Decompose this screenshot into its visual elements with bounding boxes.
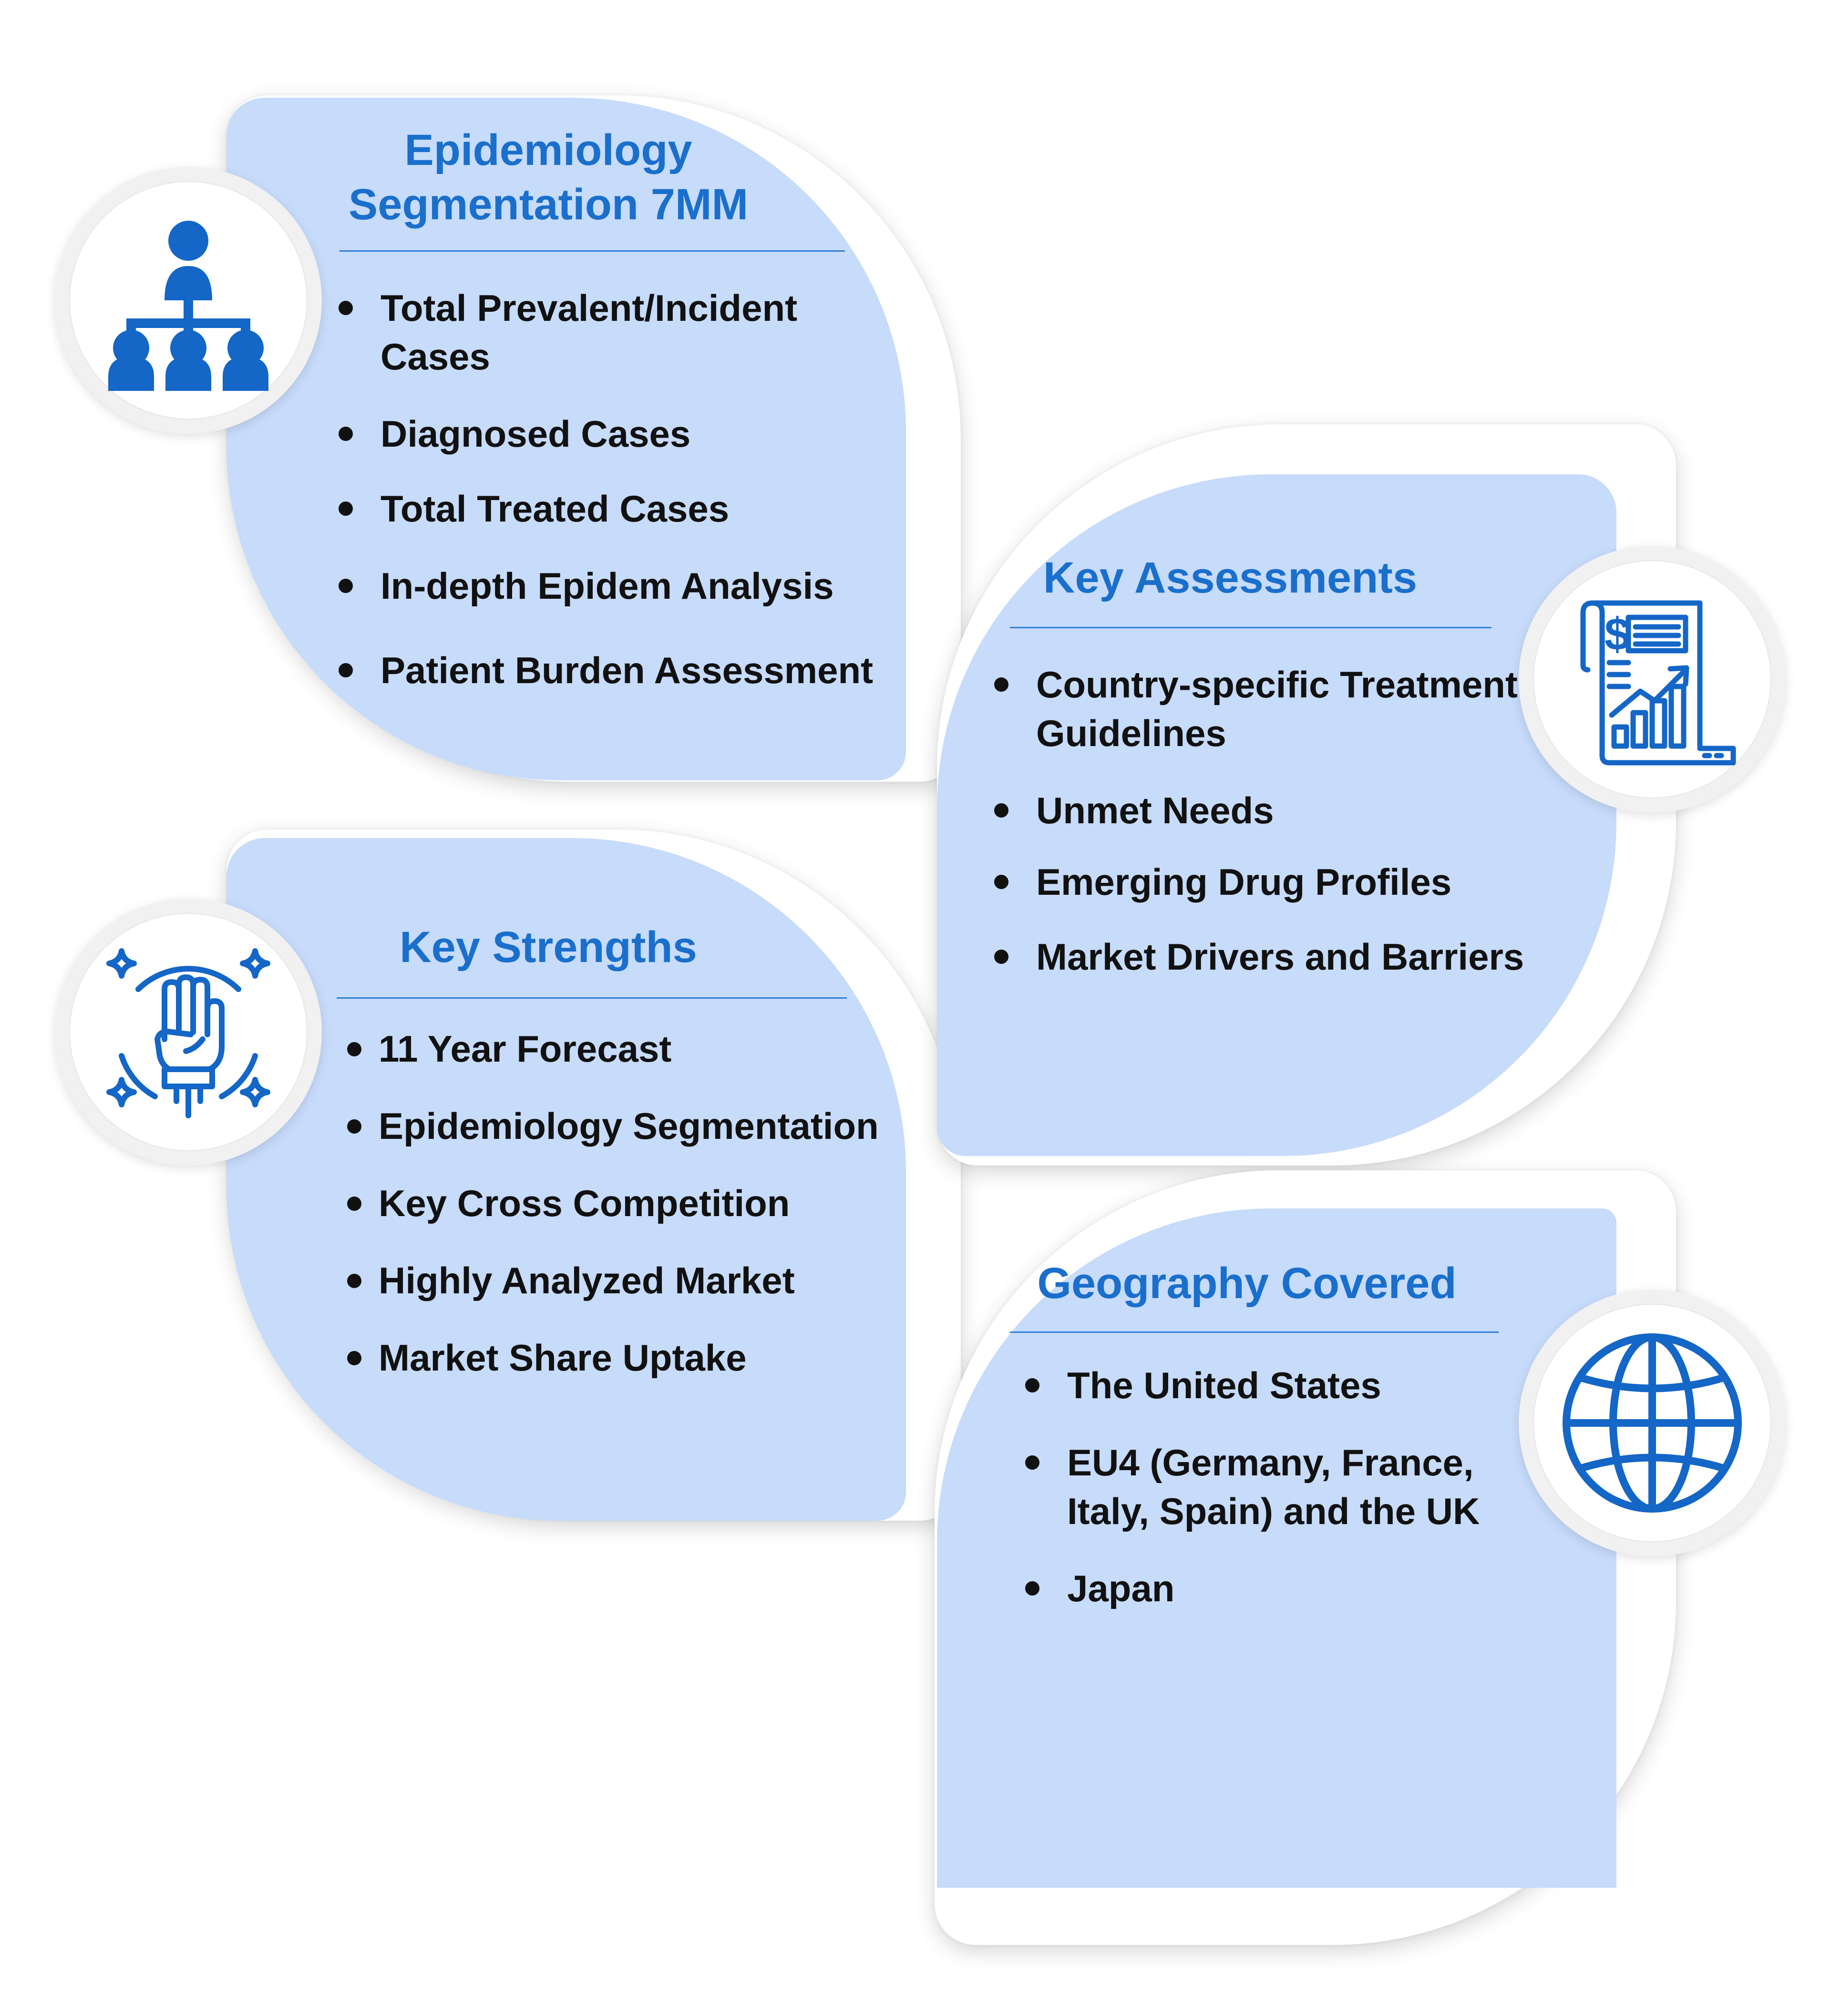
panel-title: Key Strengths: [324, 920, 772, 974]
list-item: In-depth Epidem Analysis: [339, 562, 887, 610]
panel-card: [937, 1208, 1616, 1888]
title-divider: [339, 250, 845, 252]
raised-fist-icon: [106, 948, 270, 1118]
financial-report-chart-icon: $: [1580, 600, 1736, 766]
title-divider: [1010, 1331, 1499, 1333]
list-item: Epidemiology Segmentation: [347, 1102, 895, 1150]
bullet-list: 11 Year Forecast Epidemiology Segmentati…: [347, 1025, 895, 1382]
list-item: Market Share Uptake: [347, 1334, 895, 1382]
list-item: Country-specific Treatment Guidelines: [994, 660, 1566, 757]
list-item: Key Cross Competition: [347, 1179, 895, 1227]
bullet-list: Country-specific Treatment Guidelines Un…: [994, 660, 1566, 981]
panel-title-line: Segmentation 7MM: [348, 180, 749, 229]
list-item: The United States: [1025, 1361, 1512, 1410]
panel-title-line: Key Strengths: [400, 923, 697, 972]
list-item: Emerging Drug Profiles: [994, 858, 1566, 906]
icon-disc: [69, 181, 308, 420]
list-item: Market Drivers and Barriers: [994, 932, 1566, 981]
panel-title: Epidemiology Segmentation 7MM: [324, 123, 772, 232]
list-item: Unmet Needs: [994, 786, 1566, 835]
icon-badge: [55, 167, 322, 434]
icon-badge: [55, 899, 322, 1166]
svg-text:$: $: [1605, 609, 1630, 660]
list-item: Japan: [1025, 1564, 1512, 1613]
panel-title: Key Assessments: [1006, 551, 1454, 605]
panel-title-line: Epidemiology: [404, 126, 692, 174]
icon-badge: $: [1519, 546, 1786, 813]
list-item: 11 Year Forecast: [347, 1025, 895, 1073]
globe-icon: [1563, 1333, 1742, 1513]
panel-title-line: Geography Covered: [1037, 1259, 1457, 1308]
list-item: Patient Burden Assessment: [339, 646, 887, 695]
icon-disc: [1533, 1304, 1771, 1542]
list-item: Total Prevalent/Incident Cases: [339, 284, 887, 381]
panel-card: [226, 838, 906, 1521]
panel-card: [937, 474, 1616, 1156]
list-item: Highly Analyzed Market: [347, 1257, 895, 1304]
panel-title: Geography Covered: [1023, 1256, 1471, 1310]
bullet-list: Total Prevalent/Incident Cases Diagnosed…: [339, 284, 887, 695]
panel-title-line: Key Assessments: [1043, 553, 1418, 602]
list-item: Diagnosed Cases: [339, 409, 887, 458]
people-hierarchy-icon: [108, 221, 268, 391]
list-item: Total Treated Cases: [339, 484, 887, 533]
title-divider: [337, 997, 847, 999]
icon-disc: $: [1533, 560, 1771, 798]
list-item: EU4 (Germany, France, Italy, Spain) and …: [1025, 1438, 1512, 1535]
bullet-list: The United States EU4 (Germany, France, …: [1025, 1361, 1512, 1613]
icon-disc: [69, 913, 308, 1151]
icon-badge: [1519, 1289, 1786, 1556]
title-divider: [1010, 627, 1492, 628]
